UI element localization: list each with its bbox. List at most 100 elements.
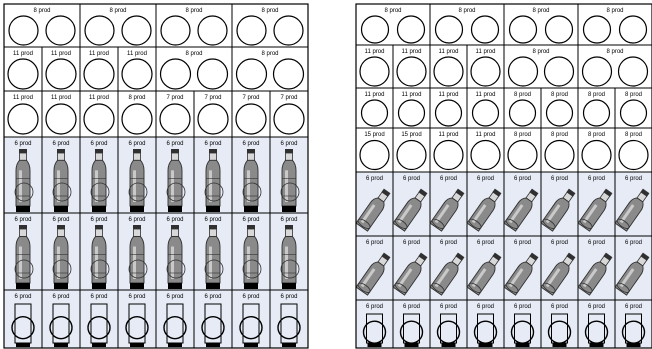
- product-count-label: 6 prod: [625, 304, 642, 310]
- circle-slot-icon: [161, 59, 191, 89]
- shelf-row: 11 prod11 prod11 prod11 prod8 prod8 prod: [4, 47, 308, 91]
- shelf-cell: 8 prod: [430, 4, 504, 45]
- product-count-label: 11 prod: [402, 92, 422, 98]
- shelf-cell: 8 prod: [578, 4, 652, 45]
- product-count-label: 6 prod: [14, 294, 31, 300]
- product-count-label: 6 prod: [204, 217, 221, 223]
- shelf-cell: 11 prod: [393, 88, 430, 128]
- circle-slot-icon: [397, 141, 426, 170]
- product-count-label: 11 prod: [127, 51, 147, 57]
- product-count-label: 8 prod: [185, 8, 202, 14]
- shelf-cell: 6 prod: [541, 172, 578, 236]
- shelf-cell: 6 prod: [270, 137, 308, 213]
- shelf-cell: 6 prod: [80, 290, 118, 348]
- shelf-cell: 11 prod: [356, 45, 393, 88]
- shelf-cell: 11 prod: [80, 91, 118, 137]
- circle-slot-icon: [161, 16, 190, 45]
- product-count-label: 8 prod: [551, 132, 568, 138]
- shelf-cell: 6 prod: [504, 172, 541, 236]
- shelf-row: 6 prod6 prod6 prod6 prod6 prod6 prod6 pr…: [356, 172, 652, 236]
- shelf-row: 11 prod11 prod11 prod11 prod8 prod8 prod…: [356, 88, 652, 128]
- circle-slot-icon: [621, 100, 647, 126]
- product-count-label: 6 prod: [90, 141, 107, 147]
- shelf-row: 8 prod8 prod8 prod8 prod: [4, 4, 308, 47]
- shelf-cell: 6 prod: [615, 300, 652, 348]
- circle-slot-icon: [619, 141, 648, 170]
- shelf-cell: 6 prod: [4, 213, 42, 290]
- shelf-cell: 6 prod: [80, 137, 118, 213]
- shelf-cell: 15 prod: [393, 128, 430, 172]
- shelf-cell: 6 prod: [393, 300, 430, 348]
- shelf-row: 6 prod6 prod6 prod6 prod6 prod6 prod6 pr…: [356, 236, 652, 300]
- circle-slot-icon: [84, 59, 114, 89]
- product-count-label: 6 prod: [166, 141, 183, 147]
- product-count-label: 11 prod: [365, 92, 385, 98]
- product-count-label: 8 prod: [588, 132, 605, 138]
- shelf-cell: 11 prod: [4, 91, 42, 137]
- product-count-label: 8 prod: [606, 8, 623, 14]
- shelf-cell: 6 prod: [42, 213, 80, 290]
- circle-slot-icon: [436, 100, 462, 126]
- circle-slot-icon: [160, 104, 190, 134]
- shelf-cell: 11 prod: [467, 128, 504, 172]
- shelf-cell: 6 prod: [232, 290, 270, 348]
- circle-slot-icon: [9, 16, 38, 45]
- shelf-cell: 6 prod: [80, 213, 118, 290]
- shelf-cell: 8 prod: [578, 45, 652, 88]
- shelf-cell: 8 prod: [504, 128, 541, 172]
- shelf-cell: 6 prod: [118, 213, 156, 290]
- circle-slot-icon: [398, 16, 425, 43]
- shelf-cell: 6 prod: [467, 236, 504, 300]
- product-count-label: 6 prod: [440, 176, 457, 182]
- shelf-cell: 11 prod: [118, 47, 156, 91]
- shelf-cell: 6 prod: [118, 137, 156, 213]
- shelf-cell: 15 prod: [356, 128, 393, 172]
- shelf-cell: 11 prod: [4, 47, 42, 91]
- product-count-label: 6 prod: [204, 294, 221, 300]
- shelf-cell: 11 prod: [430, 45, 467, 88]
- product-count-label: 6 prod: [204, 141, 221, 147]
- product-count-label: 8 prod: [514, 132, 531, 138]
- circle-slot-icon: [436, 16, 463, 43]
- product-count-label: 7 prod: [242, 95, 259, 101]
- circle-slot-icon: [399, 100, 425, 126]
- circle-slot-icon: [546, 16, 573, 43]
- circle-slot-icon: [472, 16, 499, 43]
- circle-slot-icon: [274, 16, 303, 45]
- product-count-label: 6 prod: [280, 294, 297, 300]
- shelf-cell: 8 prod: [156, 4, 232, 47]
- product-count-label: 11 prod: [439, 49, 459, 55]
- product-count-label: 6 prod: [551, 240, 568, 246]
- product-count-label: 6 prod: [440, 304, 457, 310]
- product-count-label: 6 prod: [514, 240, 531, 246]
- shelf-cell: 8 prod: [80, 4, 156, 47]
- product-count-label: 6 prod: [166, 217, 183, 223]
- product-count-label: 8 prod: [384, 8, 401, 14]
- product-count-label: 11 prod: [439, 132, 459, 138]
- product-count-label: 6 prod: [403, 240, 420, 246]
- product-count-label: 11 prod: [13, 95, 33, 101]
- shelf-cell: 6 prod: [156, 213, 194, 290]
- product-count-label: 11 prod: [365, 49, 385, 55]
- shelf-cell: 6 prod: [270, 290, 308, 348]
- circle-slot-icon: [620, 16, 647, 43]
- circle-slot-icon: [362, 100, 388, 126]
- shelf-cell: 8 prod: [615, 88, 652, 128]
- circle-slot-icon: [84, 104, 114, 134]
- product-count-label: 6 prod: [551, 304, 568, 310]
- product-count-label: 8 prod: [625, 132, 642, 138]
- panel-right: 8 prod8 prod8 prod8 prod11 prod11 prod11…: [356, 4, 652, 348]
- product-count-label: 6 prod: [403, 176, 420, 182]
- shelf-cell: 8 prod: [232, 4, 308, 47]
- product-count-label: 8 prod: [532, 8, 549, 14]
- product-count-label: 8 prod: [261, 51, 278, 57]
- product-count-label: 6 prod: [280, 141, 297, 147]
- shelf-cell: 6 prod: [615, 236, 652, 300]
- product-count-label: 6 prod: [52, 217, 69, 223]
- shelf-cell: 8 prod: [578, 88, 615, 128]
- shelf-cell: 6 prod: [356, 300, 393, 348]
- shelf-cell: 8 prod: [232, 47, 308, 91]
